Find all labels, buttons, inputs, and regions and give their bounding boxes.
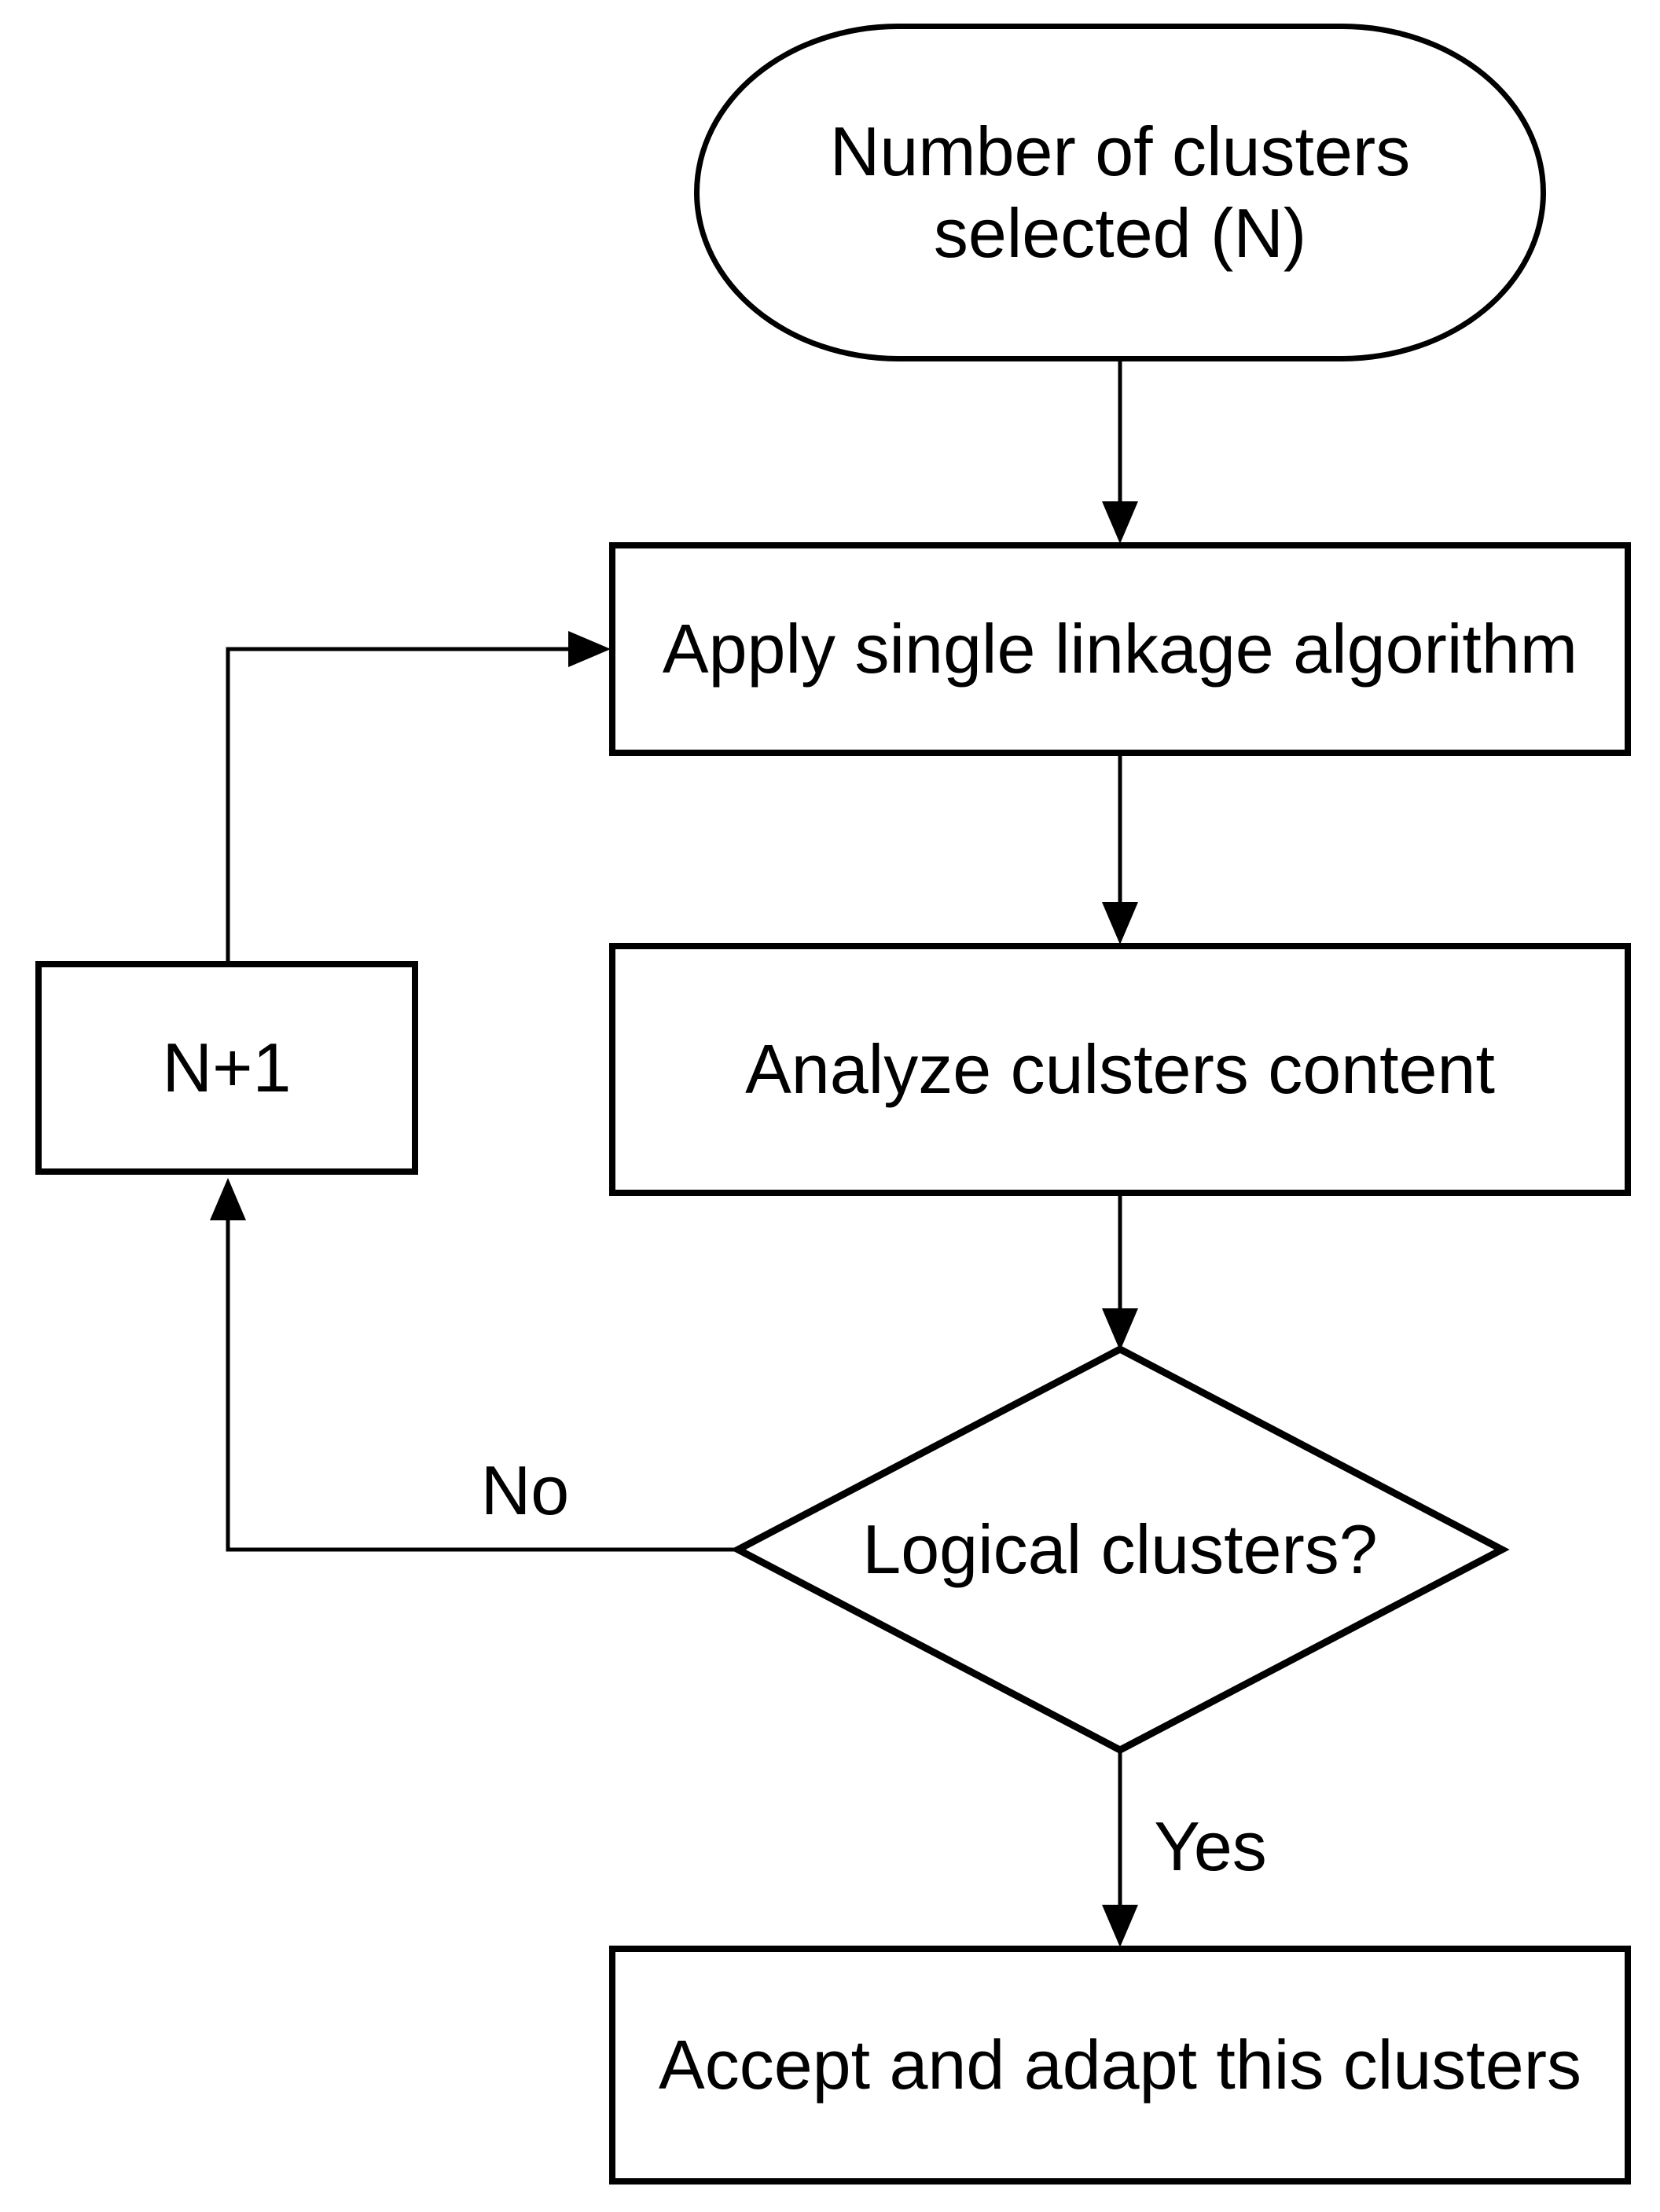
arrowhead-up-icon	[210, 1178, 246, 1220]
node-accept-process: Accept and adapt this clusters	[609, 1946, 1631, 2184]
edge-label-yes: Yes	[1154, 1807, 1267, 1885]
edge-start-to-apply	[1102, 361, 1138, 544]
edge-label-no: No	[480, 1451, 570, 1529]
node-apply-process: Apply single linkage algorithm	[609, 542, 1631, 756]
edge-analyze-to-decision	[1102, 1194, 1138, 1351]
node-apply-label: Apply single linkage algorithm	[662, 610, 1578, 688]
edge-increment-to-apply	[226, 631, 611, 963]
node-increment-process: N+1	[35, 961, 418, 1175]
arrowhead-down-icon	[1102, 1308, 1138, 1351]
arrowhead-down-icon	[1102, 1905, 1138, 1947]
node-decision-label: Logical clusters?	[862, 1510, 1378, 1589]
node-accept-label: Accept and adapt this clusters	[659, 2026, 1581, 2104]
node-increment-label: N+1	[162, 1029, 292, 1107]
arrowhead-down-icon	[1102, 501, 1138, 544]
node-analyze-label: Analyze culsters content	[745, 1030, 1495, 1109]
edge-decision-to-increment	[210, 1178, 735, 1552]
decision-diamond-shape	[730, 1344, 1510, 1755]
node-decision: Logical clusters?	[738, 1349, 1502, 1750]
node-start-label: Number of clusters selected (N)	[829, 112, 1411, 272]
arrowhead-right-icon	[568, 631, 611, 667]
edge-apply-to-analyze	[1102, 754, 1138, 945]
edge-decision-to-accept	[1102, 1748, 1138, 1947]
node-analyze-process: Analyze culsters content	[609, 943, 1631, 1196]
node-start-terminator: Number of clusters selected (N)	[694, 24, 1546, 361]
arrowhead-down-icon	[1102, 902, 1138, 945]
